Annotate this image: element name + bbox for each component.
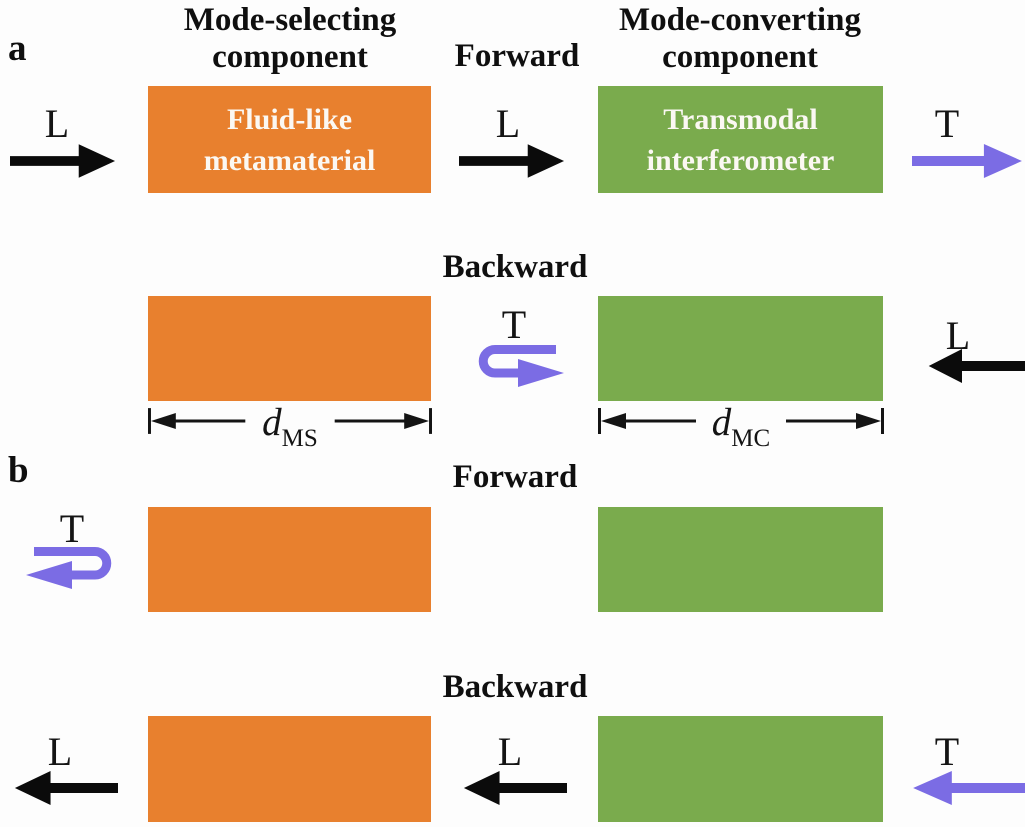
panel-b-backward-title: Backward [442,669,588,705]
dimension-line-ms-icon [148,408,432,434]
mc-box-text-line2: interferometer [646,143,835,177]
wave-label-T: T [59,506,85,551]
mode-selecting-header-line1: Mode-selecting [183,2,397,38]
mode-converting-box-a-forward: Transmodal interferometer [598,86,883,193]
mode-converting-box-b-forward [598,507,883,612]
dms-subscript: MS [281,425,318,452]
wave-label-L: L [495,101,521,146]
dms-symbol: d [262,401,282,444]
arrow-left-icon [14,771,118,805]
mode-selecting-box-a-forward: Fluid-like metamaterial [148,86,431,193]
mode-selecting-header: Mode-selecting component [140,2,440,76]
wave-label-L: L [497,729,523,774]
wave-label-T: T [934,729,960,774]
panel-b-forward-title: Forward [452,459,578,495]
u-turn-arrow-left-icon [26,547,112,589]
dimension-label-dmc: dMC [696,403,786,451]
panel-a-label: a [8,28,27,69]
mode-selecting-box-b-backward [148,716,431,822]
dimension-label-dms: dMS [245,403,335,451]
mode-selecting-box-b-forward [148,507,431,612]
dmc-symbol: d [711,401,732,444]
mode-converting-box-b-backward [598,716,883,822]
ms-box-text-line1: Fluid-like [226,102,353,136]
mode-converting-header: Mode-converting component [590,2,890,76]
wave-label-L: L [47,729,73,774]
arrow-right-icon [459,144,565,178]
arrow-left-icon [463,771,567,805]
dmc-subscript: MC [731,425,771,452]
wave-label-L: L [945,313,971,358]
panel-b-label: b [8,450,29,491]
arrow-left-icon [928,349,1025,383]
u-turn-arrow-right-icon [478,345,564,387]
arrow-left-icon [913,771,1025,805]
wave-label-T: T [501,302,527,347]
fluid-like-metamaterial-label: Fluid-like metamaterial [148,86,431,193]
wave-label-L: L [44,101,70,146]
transmodal-interferometer-label: Transmodal interferometer [598,86,883,193]
mode-selecting-box-a-backward [148,296,431,401]
mode-selecting-header-line2: component [212,39,368,75]
dimension-line-mc-icon [598,408,884,434]
panel-a-backward-title: Backward [442,249,588,285]
panel-a-forward-title: Forward [454,38,580,74]
mode-converting-box-a-backward [598,296,883,401]
wave-label-T: T [934,101,960,146]
arrow-right-icon [912,144,1022,178]
mode-converting-header-line1: Mode-converting [619,2,861,38]
ms-box-text-line2: metamaterial [203,143,376,177]
arrow-right-icon [10,144,116,178]
mc-box-text-line1: Transmodal [663,102,818,136]
mode-converting-header-line2: component [662,39,818,75]
